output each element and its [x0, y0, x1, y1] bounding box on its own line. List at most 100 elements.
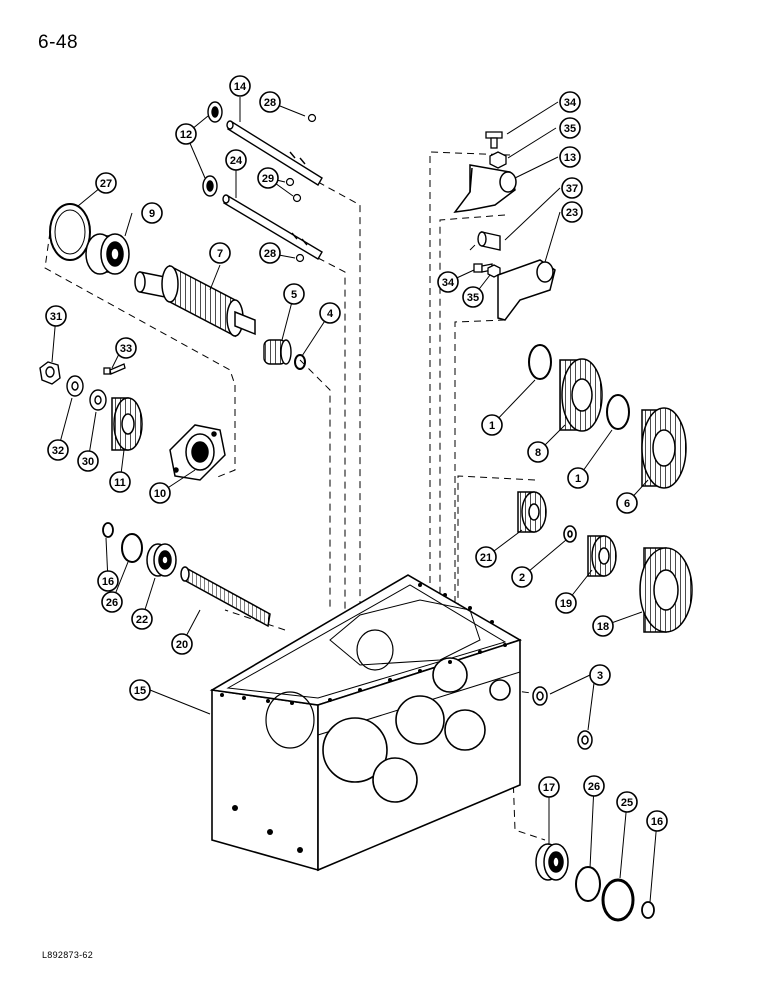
svg-text:2: 2	[519, 572, 525, 584]
callout-14: 14	[229, 75, 251, 97]
svg-text:10: 10	[154, 488, 166, 500]
svg-text:20: 20	[176, 639, 188, 651]
assembly-lines	[44, 151, 546, 841]
svg-text:21: 21	[480, 552, 492, 564]
shift-fork-13	[453, 164, 517, 213]
svg-text:4: 4	[327, 308, 334, 320]
gear-8	[559, 358, 603, 432]
callout-22: 22	[131, 608, 153, 630]
gear-21	[517, 491, 547, 533]
svg-text:22: 22	[136, 614, 148, 626]
svg-text:16: 16	[651, 816, 663, 828]
svg-text:3: 3	[597, 670, 603, 682]
bolt-34	[485, 131, 503, 149]
svg-text:25: 25	[621, 797, 633, 809]
callout-16: 16	[97, 570, 119, 592]
figure-code: L892873-62	[42, 950, 94, 960]
bolt-33	[103, 363, 126, 375]
snap-ring-16b	[641, 901, 655, 919]
callout-27: 27	[95, 172, 117, 194]
callout-31: 31	[45, 305, 67, 327]
svg-text:11: 11	[114, 477, 126, 489]
callout-15: 15	[129, 679, 151, 701]
svg-text:35: 35	[467, 292, 479, 304]
callout-10: 10	[149, 482, 171, 504]
callout-16b: 16	[646, 810, 668, 832]
seal-12	[202, 101, 223, 197]
callout-33: 33	[115, 337, 137, 359]
callout-21: 21	[475, 546, 497, 568]
seal-25	[601, 878, 635, 922]
callout-37: 37	[561, 177, 583, 199]
callout-6: 6	[616, 492, 638, 514]
svg-text:18: 18	[597, 621, 609, 633]
snap-ring-1b	[606, 394, 630, 430]
snap-ring-27	[49, 203, 91, 261]
callout-2: 2	[511, 566, 533, 588]
pinion-shaft-7	[134, 264, 256, 338]
bushing-37	[477, 231, 501, 251]
svg-text:28: 28	[264, 248, 276, 260]
callout-7: 7	[209, 242, 231, 264]
washer-4	[294, 354, 306, 370]
callout-8: 8	[527, 441, 549, 463]
bearing-9	[85, 233, 130, 275]
detent-balls	[285, 113, 317, 263]
callout-17: 17	[538, 776, 560, 798]
callouts: 14 28 34 12 35 13 24 29 27 9 37 23 28 7 …	[45, 75, 668, 832]
callout-9: 9	[141, 202, 163, 224]
transmission-housing	[209, 574, 522, 872]
svg-text:37: 37	[566, 183, 578, 195]
svg-text:23: 23	[566, 207, 578, 219]
nut-35	[489, 151, 507, 169]
svg-text:14: 14	[234, 81, 247, 93]
gear-18	[639, 547, 693, 633]
callout-34: 34	[559, 91, 581, 113]
svg-text:34: 34	[564, 97, 577, 109]
callout-4: 4	[319, 302, 341, 324]
svg-text:27: 27	[100, 178, 112, 190]
callout-35: 35	[559, 117, 581, 139]
callout-35b: 35	[462, 286, 484, 308]
washer-30	[89, 389, 107, 411]
callout-19: 19	[555, 592, 577, 614]
callout-25: 25	[616, 791, 638, 813]
svg-text:13: 13	[564, 152, 576, 164]
callout-24: 24	[225, 149, 247, 171]
callout-13: 13	[559, 146, 581, 168]
svg-text:35: 35	[564, 123, 576, 135]
svg-text:7: 7	[217, 248, 223, 260]
callout-11: 11	[109, 471, 131, 493]
callout-28: 28	[259, 91, 281, 113]
washer-2	[563, 525, 577, 543]
nut-31	[39, 361, 61, 385]
gear-19	[587, 535, 617, 577]
callout-30: 30	[77, 450, 99, 472]
washer-32	[66, 375, 84, 397]
svg-text:9: 9	[149, 208, 155, 220]
svg-text:29: 29	[262, 173, 274, 185]
snap-ring-26b	[575, 866, 601, 902]
retainer-10	[169, 424, 226, 481]
svg-text:16: 16	[102, 576, 114, 588]
callout-5: 5	[283, 283, 305, 305]
shift-rail-24	[222, 194, 323, 260]
svg-text:32: 32	[52, 445, 64, 457]
callout-32: 32	[47, 439, 69, 461]
svg-text:34: 34	[442, 277, 455, 289]
callout-28b: 28	[259, 242, 281, 264]
svg-text:1: 1	[489, 420, 495, 432]
callout-23: 23	[561, 201, 583, 223]
callout-1a: 1	[481, 414, 503, 436]
svg-text:26: 26	[106, 597, 118, 609]
callout-12: 12	[175, 123, 197, 145]
bearing-5	[263, 339, 292, 365]
svg-text:31: 31	[50, 311, 62, 323]
callout-29: 29	[257, 167, 279, 189]
plugs-3	[532, 686, 593, 750]
svg-text:30: 30	[82, 456, 94, 468]
svg-text:15: 15	[134, 685, 146, 697]
gear-6	[641, 407, 687, 489]
snap-ring-1a	[528, 344, 552, 380]
